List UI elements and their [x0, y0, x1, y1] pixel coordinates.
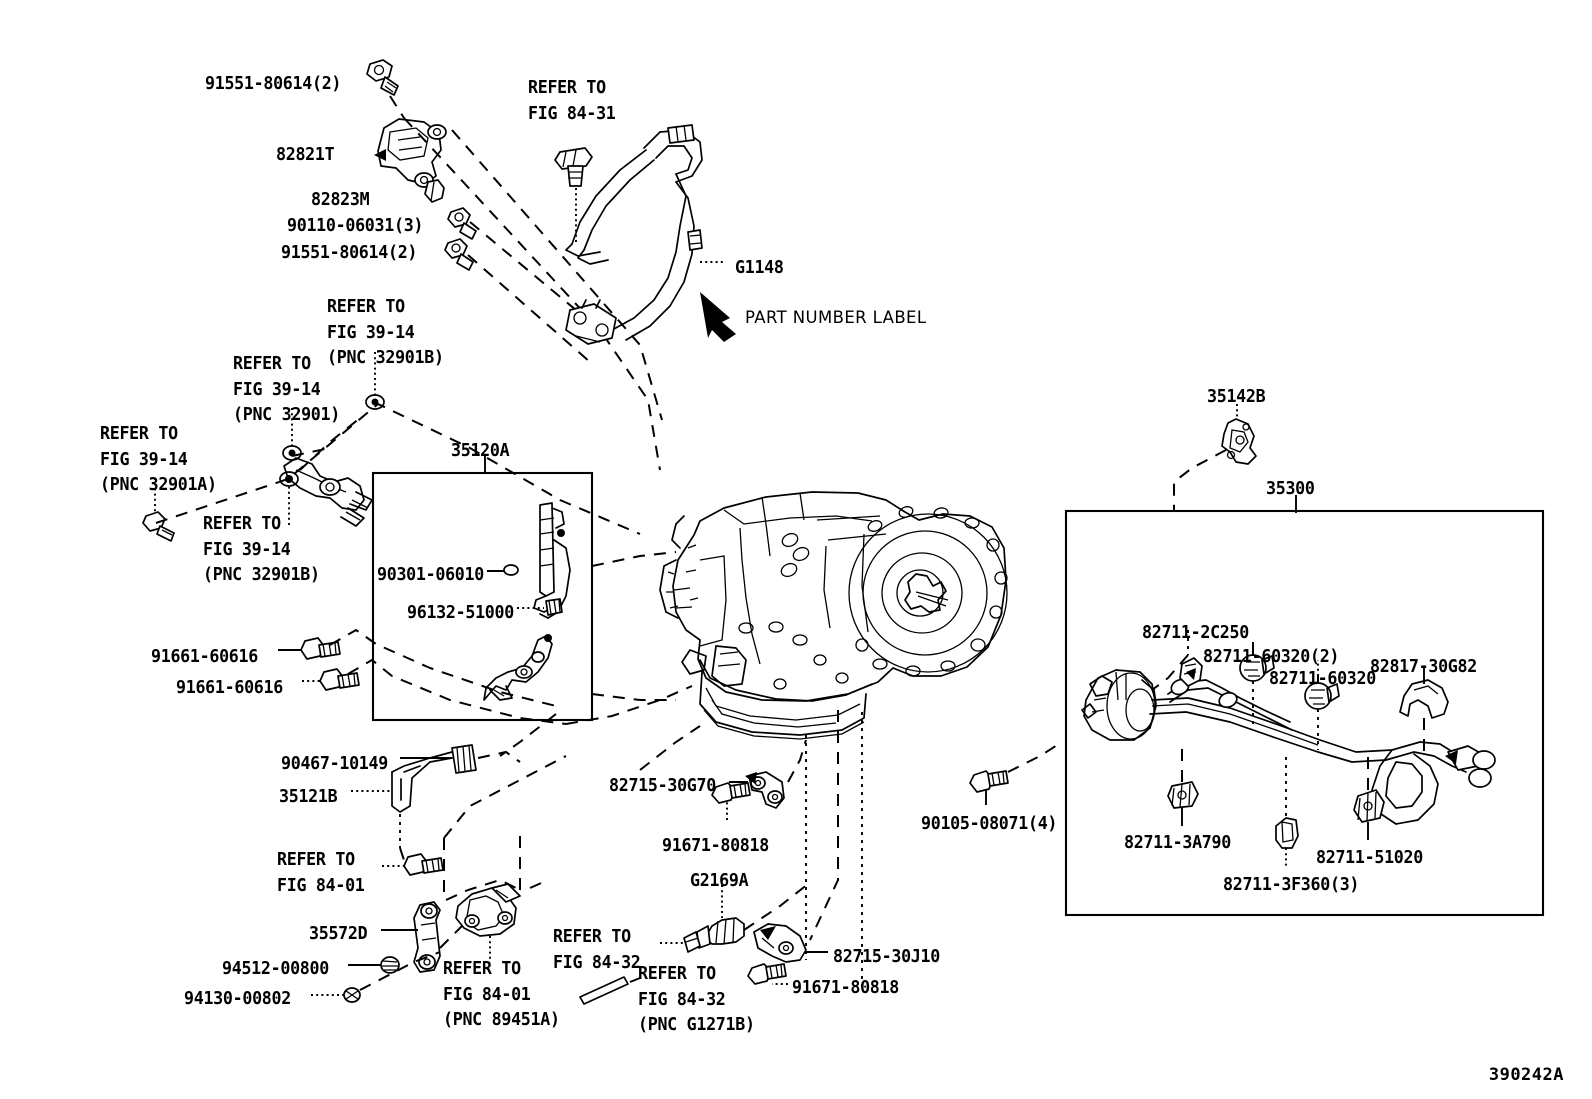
inset-box-35300: [1064, 509, 1545, 917]
bracket-35572d-group: [311, 755, 567, 1003]
hose-fitting: [565, 299, 617, 345]
part-label-l31: 91671-80818: [662, 836, 769, 856]
bracket-82715-30g70: [745, 771, 785, 809]
bolt-91551-80614-lower: [444, 238, 474, 271]
bushing-32901: [282, 445, 302, 461]
part-label-l08: PART NUMBER LABEL: [745, 308, 927, 327]
part-label-l38: REFER TO FIG 84-32: [553, 927, 641, 973]
part-label-l24: 90467-10149: [281, 754, 388, 774]
part-label-l29: 82711-51020: [1316, 848, 1423, 868]
part-label-l33: REFER TO FIG 84-01: [277, 850, 365, 896]
washer-94512-00800: [380, 956, 400, 974]
part-label-l34: 35572D: [309, 924, 368, 944]
transmission-assembly: [659, 491, 1008, 740]
connector-g2169a: [696, 917, 745, 949]
bolt-fig84-31: [554, 147, 593, 187]
part-label-l30: 82711-3F360(3): [1223, 875, 1360, 895]
part-label-l21: 82711-60320(2): [1203, 647, 1340, 667]
part-label-l11: REFER TO FIG 39-14 (PNC 32901A): [100, 424, 217, 495]
hose-35121b: [391, 751, 453, 813]
bolt-91551-80614-upper: [366, 59, 399, 96]
part-label-l28: 82711-3A790: [1124, 833, 1231, 853]
bracket-82821t: [374, 118, 447, 188]
inset-35300-contents: [1081, 630, 1496, 866]
part-label-l32: G2169A: [690, 871, 749, 891]
part-label-l20: 82711-2C250: [1142, 623, 1249, 643]
bolt-91671-80818-lower: [747, 963, 787, 985]
part-label-l27: 90105-08071(4): [921, 814, 1058, 834]
part-label-l05: 90110-06031(3): [287, 216, 424, 236]
clip-82711-2c250: [1179, 657, 1203, 687]
part-label-l35: 94512-00800: [222, 959, 329, 979]
bracket-35142b: [1221, 418, 1257, 465]
clip-82711-3a790: [1167, 781, 1199, 809]
bolt-90110-06031: [447, 207, 477, 240]
part-label-l03: 82821T: [276, 145, 335, 165]
part-label-l25: 35121B: [279, 787, 338, 807]
part-label-l04: 82823M: [311, 190, 370, 210]
part-label-l01: 91551-80614(2): [205, 74, 342, 94]
part-label-l40: 82715-30J10: [833, 947, 940, 967]
hose-35121b-group: [351, 713, 557, 848]
nut-94130-00802: [343, 987, 361, 1003]
bracket-35142b-group: [1173, 404, 1297, 513]
bracket-82715-group: [579, 710, 863, 1005]
part-label-l13: 35120A: [451, 441, 510, 461]
bolt-91671-80818-upper: [711, 782, 751, 804]
clip-82817-30g82: [1399, 679, 1449, 719]
part-label-l09: REFER TO FIG 39-14 (PNC 32901B): [327, 297, 444, 368]
bolt-90105-08071: [969, 741, 1063, 805]
pin-g1271b: [579, 976, 629, 1005]
part-label-l02: REFER TO FIG 84-31: [528, 78, 616, 124]
bracket-82715-30j10: [753, 923, 807, 963]
part-label-l10: REFER TO FIG 39-14 (PNC 32901): [233, 354, 340, 425]
clip-90467-10149: [451, 744, 477, 774]
part-label-l18: 91661-60616: [151, 647, 258, 667]
inset-box-35120a: [371, 471, 594, 722]
bolt-32901a: [142, 511, 175, 542]
part-label-l36: 94130-00802: [184, 989, 291, 1009]
bracket-82821t-group: [366, 59, 663, 471]
part-number-label-arrow: [700, 292, 736, 342]
part-label-l17: 96132-51000: [407, 603, 514, 623]
fitting-fig84-32: [683, 931, 701, 953]
plug-96132-51000: [545, 598, 563, 616]
part-label-l39: REFER TO FIG 84-32 (PNC G1271B): [638, 964, 755, 1035]
part-label-l06: 91551-80614(2): [281, 243, 418, 263]
part-label-l16: 90301-06010: [377, 565, 484, 585]
part-label-l14: 35142B: [1207, 387, 1266, 407]
bracket-35572d: [413, 901, 441, 973]
inset-35120a-contents: [483, 455, 571, 701]
part-label-l23: 82711-60320: [1269, 669, 1376, 689]
figure-code: 390242A: [1488, 1065, 1564, 1085]
bolts-91661-60616: [278, 628, 567, 725]
clip-82711-51020: [1353, 789, 1385, 823]
part-label-l12: REFER TO FIG 39-14 (PNC 32901B): [203, 514, 320, 585]
part-label-l41: 91671-80818: [792, 978, 899, 998]
shift-linkage: [283, 457, 373, 527]
oil-cooler-body: [1081, 669, 1157, 741]
shift-bracket-32901-group: [142, 352, 641, 542]
part-label-l19: 91661-60616: [176, 678, 283, 698]
part-label-l22: 82817-30G82: [1370, 657, 1477, 677]
part-label-l15: 35300: [1266, 479, 1315, 499]
bolt-fig84-01: [403, 853, 444, 876]
part-label-l07: G1148: [735, 258, 784, 278]
part-label-l37: REFER TO FIG 84-01 (PNC 89451A): [443, 959, 560, 1030]
hose-g1148: [554, 124, 736, 345]
part-label-l26: 82715-30G70: [609, 776, 716, 796]
clip-82711-3f360: [1275, 817, 1299, 849]
grommet-82823m: [424, 179, 445, 203]
tube-bracket: [483, 634, 553, 701]
sensor-89451a: [455, 883, 521, 937]
assembly-trail-1: [389, 95, 405, 119]
